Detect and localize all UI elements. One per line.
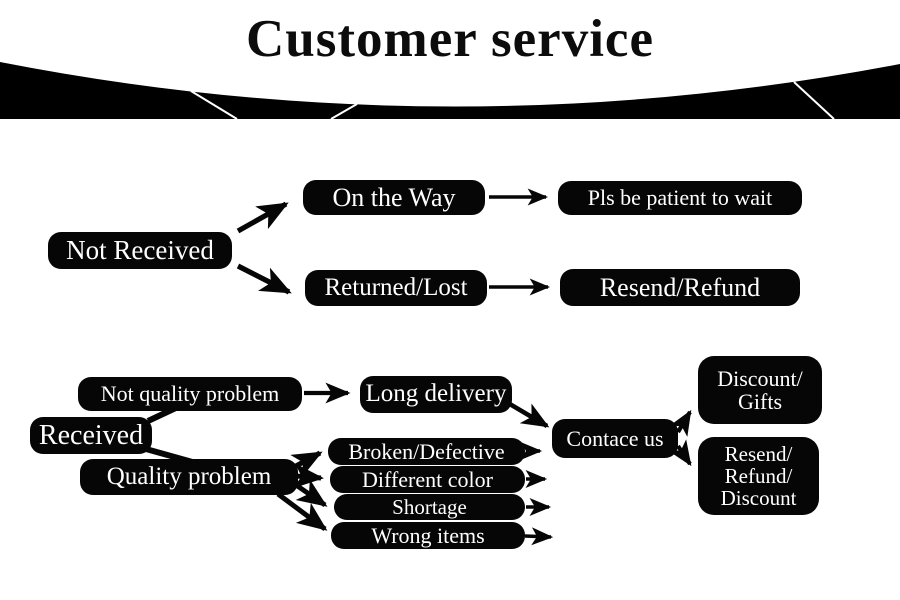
on-the-way-box: On the Way xyxy=(303,180,485,215)
page-title: Customer service xyxy=(246,10,654,68)
quality-problem-box: Quality problem xyxy=(80,459,298,495)
issue-box-shortage: Shortage xyxy=(334,494,525,520)
returned-lost-box: Returned/Lost xyxy=(305,270,487,306)
issue-box-wrong-items: Wrong items xyxy=(331,522,525,549)
received-box: Received xyxy=(30,417,152,454)
resend-refund-discount-box: Resend/ Refund/ Discount xyxy=(698,437,819,515)
arrow-quality-broken xyxy=(290,450,323,477)
not-quality-problem-box: Not quality problem xyxy=(78,377,302,411)
arrow-contact-gifts xyxy=(669,409,692,437)
discount-gifts-box: Discount/ Gifts xyxy=(698,356,822,424)
be-patient-box: Pls be patient to wait xyxy=(558,181,802,215)
arrow-quality-wrong xyxy=(276,491,328,532)
not-received-box: Not Received xyxy=(48,232,232,269)
banner-swoosh xyxy=(0,62,900,120)
arrow-contact-resend xyxy=(668,439,692,467)
arrow-longdelivery-contact xyxy=(506,401,550,428)
not-received-arrows xyxy=(236,188,551,296)
arrow-quality-shortage xyxy=(294,479,328,508)
arrow-notreceived-ontheway xyxy=(236,201,289,234)
issue-box-broken: Broken/Defective xyxy=(328,438,525,465)
issue-box-different-color: Different color xyxy=(330,466,525,493)
arrow-wrong-right xyxy=(524,527,554,546)
arrow-notreceived-returned xyxy=(236,263,292,295)
resend-refund-box: Resend/Refund xyxy=(560,269,800,306)
arrow-quality-different xyxy=(293,463,324,489)
long-delivery-box: Long delivery xyxy=(360,376,512,413)
contact-us-box: Contace us xyxy=(552,419,678,458)
